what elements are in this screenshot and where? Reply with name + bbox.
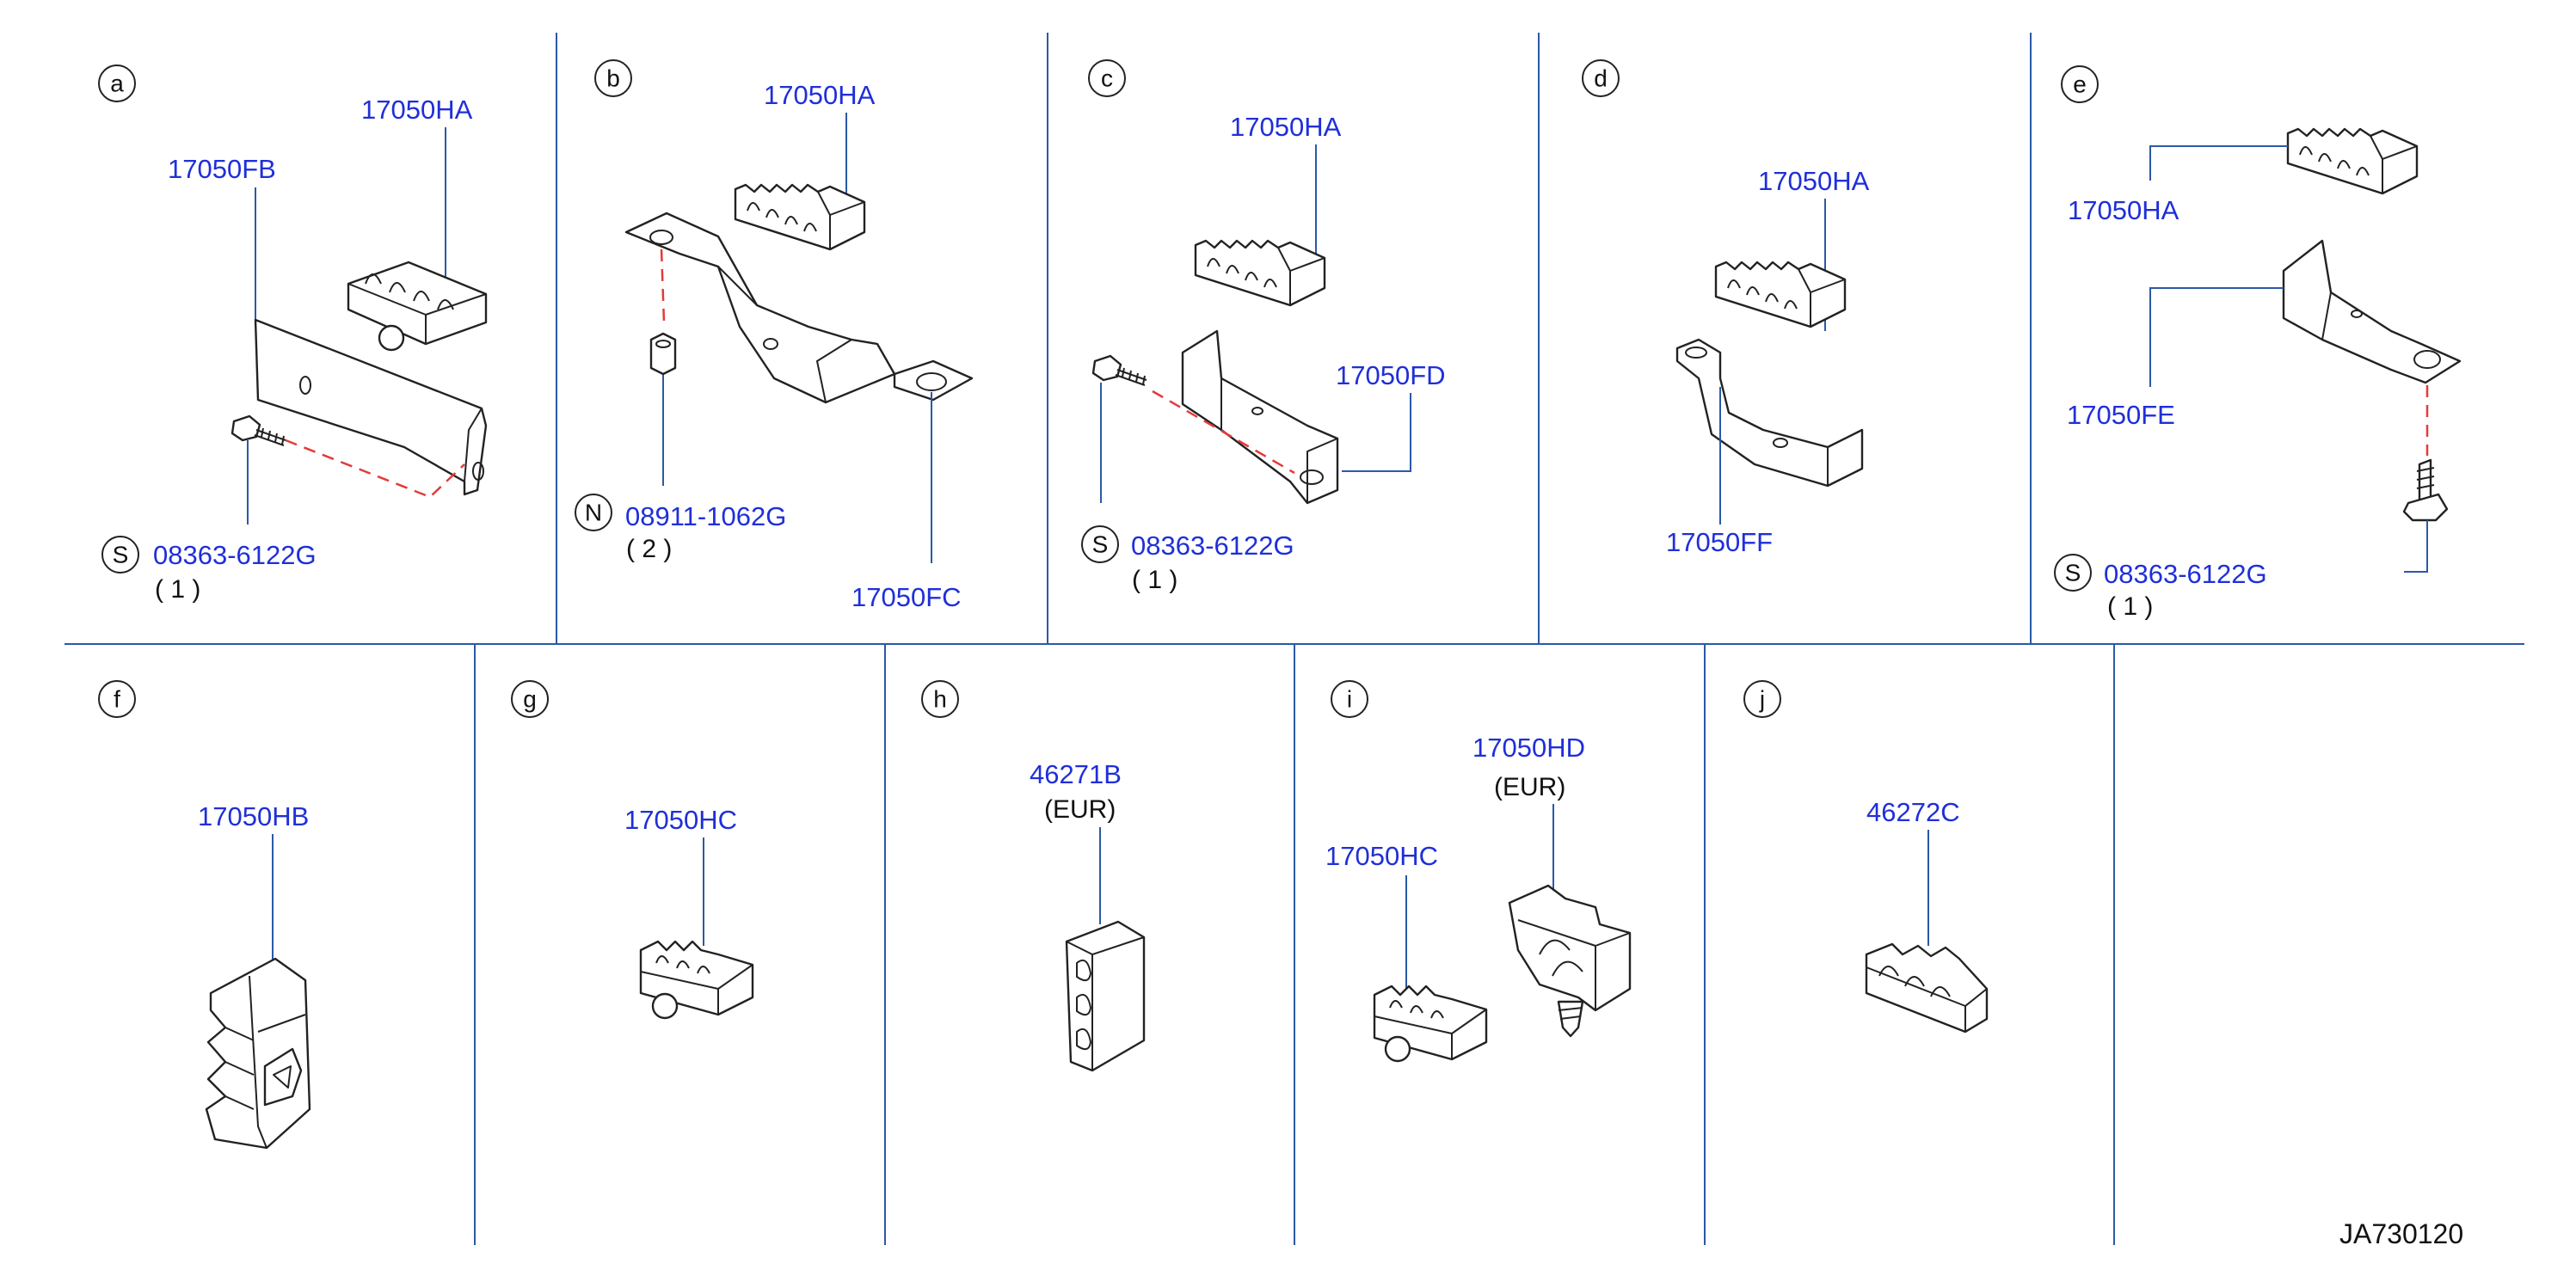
panel-a-fastener-qty: ( 1 ) bbox=[155, 575, 200, 604]
panel-j: j 46272C bbox=[1743, 680, 1989, 1034]
panel-a-part-1[interactable]: 17050HA bbox=[361, 95, 473, 125]
panel-a: a 17050HA 17050FB S 08363-6122G ( 1 ) bbox=[98, 64, 488, 604]
panel-c: c 17050HA 17050FD S 08363-6122G ( 1 ) bbox=[1081, 59, 1446, 594]
panel-h-part-1[interactable]: 46271B bbox=[1030, 759, 1122, 789]
panel-e-fastener-part[interactable]: 08363-6122G bbox=[2104, 559, 2267, 589]
panel-e-part-1[interactable]: 17050HA bbox=[2068, 195, 2179, 225]
panel-b-fastener-qty: ( 2 ) bbox=[626, 535, 672, 563]
panel-f: f 17050HB bbox=[98, 680, 311, 1150]
panel-a-letter: a bbox=[110, 71, 124, 97]
panel-grid bbox=[65, 33, 2524, 1245]
panel-i-letter: i bbox=[1347, 686, 1352, 713]
panel-g-part-1[interactable]: 17050HC bbox=[624, 805, 737, 835]
panel-c-fastener-part[interactable]: 08363-6122G bbox=[1131, 531, 1294, 561]
panel-i-part-2[interactable]: 17050HC bbox=[1325, 841, 1438, 871]
panel-d: d 17050HA 17050FF bbox=[1582, 59, 1870, 557]
panel-a-part-2[interactable]: 17050FB bbox=[168, 154, 276, 184]
panel-b-part-1[interactable]: 17050HA bbox=[764, 80, 876, 110]
panel-g: g 17050HC bbox=[511, 680, 754, 1020]
panel-c-part-2[interactable]: 17050FD bbox=[1336, 360, 1446, 390]
panel-i-note: (EUR) bbox=[1494, 773, 1565, 801]
panel-j-part-1[interactable]: 46272C bbox=[1866, 797, 1960, 827]
panel-d-letter: d bbox=[1594, 65, 1608, 92]
panel-h-letter: h bbox=[933, 686, 947, 713]
panel-f-part-1[interactable]: 17050HB bbox=[198, 801, 309, 831]
panel-c-fastener-badge: S bbox=[1092, 531, 1109, 558]
panel-j-letter: j bbox=[1759, 686, 1765, 713]
panel-h: h 46271B (EUR) bbox=[921, 680, 1146, 1072]
diagram-code: JA730120 bbox=[2339, 1218, 2463, 1249]
panel-c-letter: c bbox=[1101, 65, 1113, 92]
panel-d-part-1[interactable]: 17050HA bbox=[1758, 166, 1870, 196]
panel-h-note: (EUR) bbox=[1044, 795, 1116, 824]
panel-i-part-1[interactable]: 17050HD bbox=[1472, 733, 1585, 763]
panel-b-fastener-part[interactable]: 08911-1062G bbox=[625, 501, 786, 531]
panel-c-fastener-qty: ( 1 ) bbox=[1132, 566, 1177, 594]
panel-e: e 17050HA 17050FE S 08363-6122G ( 1 ) bbox=[2054, 65, 2462, 621]
panel-b: b 17050HA N 08911-1062G ( 2 ) 17050FC bbox=[575, 59, 974, 612]
panel-c-part-1[interactable]: 17050HA bbox=[1230, 112, 1342, 142]
panel-d-part-2[interactable]: 17050FF bbox=[1666, 527, 1773, 557]
panel-e-fastener-qty: ( 1 ) bbox=[2107, 592, 2153, 621]
panel-g-letter: g bbox=[523, 686, 537, 713]
panel-b-fastener-badge: N bbox=[585, 500, 602, 526]
panel-a-fastener-part[interactable]: 08363-6122G bbox=[153, 540, 317, 570]
panel-e-part-2[interactable]: 17050FE bbox=[2067, 400, 2175, 430]
panel-b-letter: b bbox=[606, 65, 620, 92]
panel-i: i 17050HD (EUR) 17050HC bbox=[1325, 680, 1632, 1063]
panel-b-part-2[interactable]: 17050FC bbox=[851, 582, 962, 612]
panel-a-fastener-badge: S bbox=[113, 542, 129, 568]
panel-f-letter: f bbox=[114, 686, 120, 713]
panel-e-fastener-badge: S bbox=[2065, 560, 2081, 586]
panel-e-letter: e bbox=[2073, 71, 2087, 98]
